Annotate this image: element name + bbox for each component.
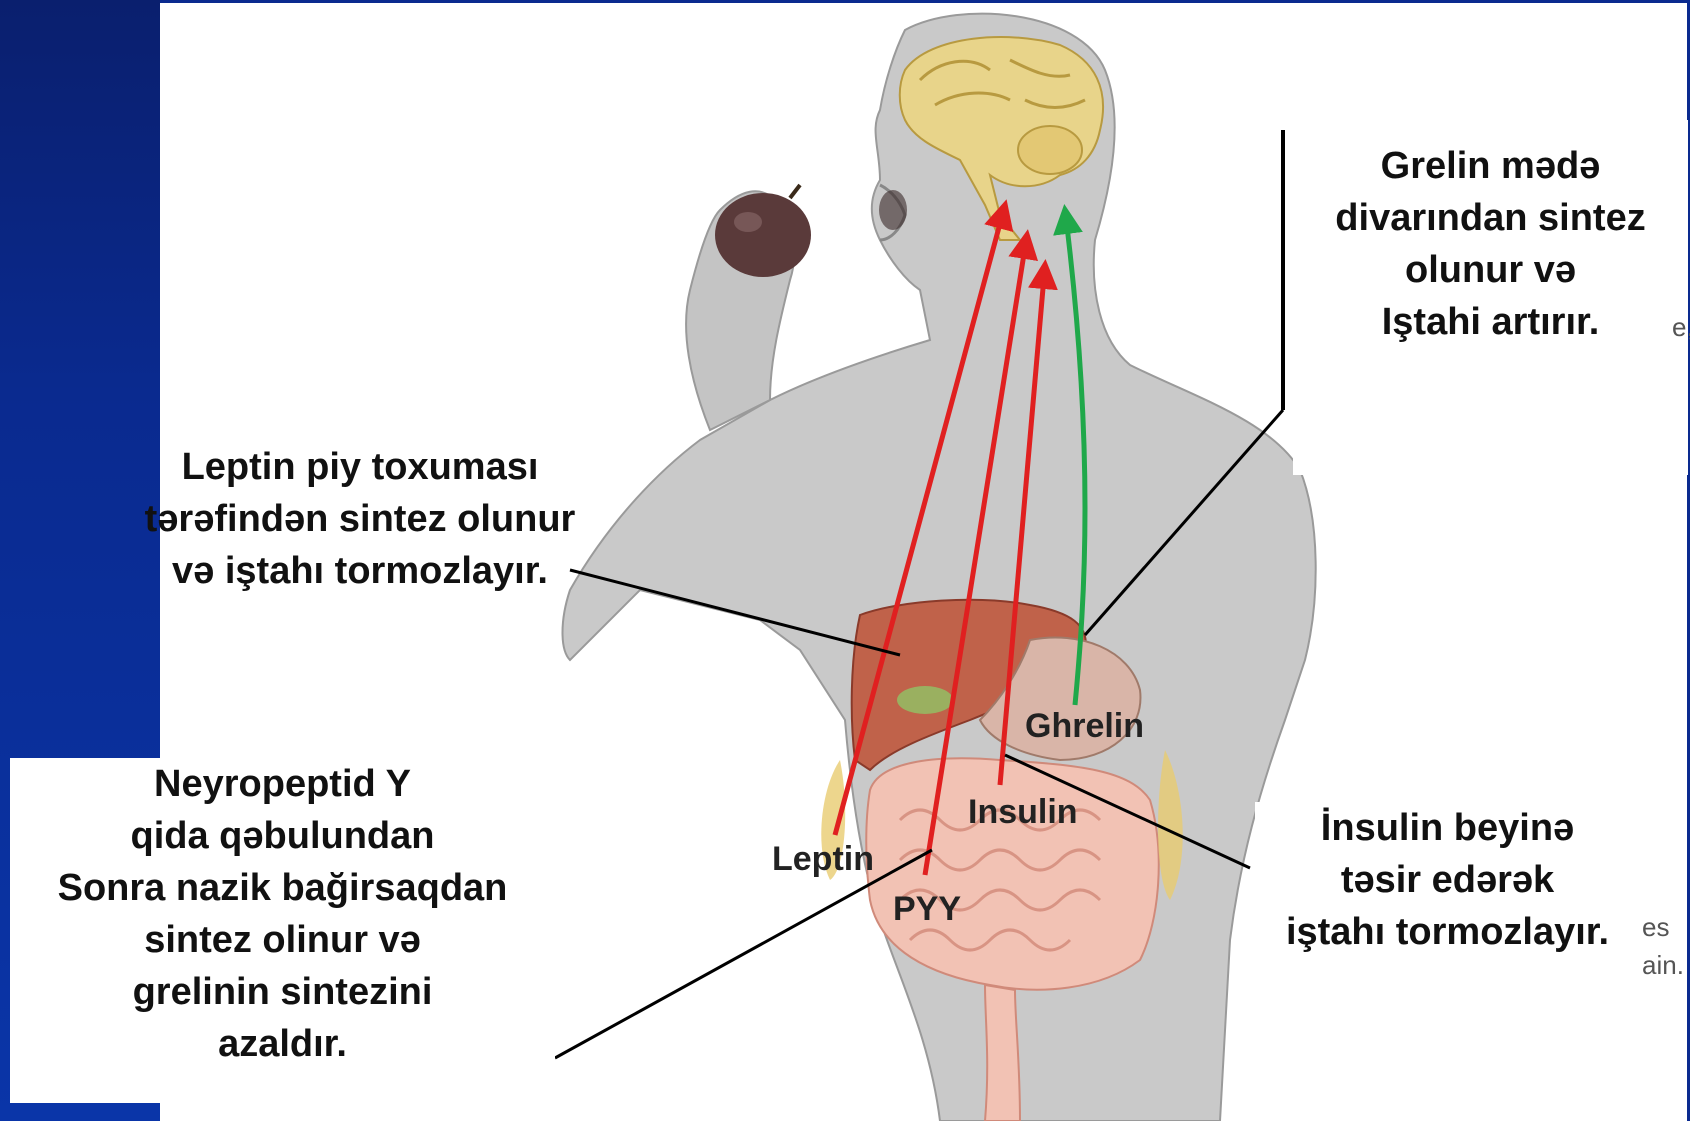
npy-line-1: Neyropeptid Y (10, 758, 555, 810)
grelin-line-4: Iştahi artırır. (1293, 296, 1688, 348)
npy-leader (555, 850, 932, 1058)
leptin-line-2: tərəfindən sintez olunur (130, 493, 590, 545)
npy-line-5: grelinin sintezini (10, 966, 555, 1018)
npy-line-3: Sonra nazik bağirsaqdan (10, 862, 555, 914)
grelin-line-3: olunur və (1293, 244, 1688, 296)
grelin-line-2: divarından sintez (1293, 192, 1688, 244)
insulin-line-1: İnsulin beyinə (1255, 802, 1640, 854)
pyy-label: PYY (893, 890, 961, 928)
leptin-textbox: Leptin piy toxuması tərəfindən sintez ol… (130, 365, 590, 741)
grelin-line-1: Grelin mədə (1293, 140, 1688, 192)
leptin-line-3: və iştahı tormozlayır. (130, 545, 590, 597)
insulin-textbox: İnsulin beyinə təsir edərək iştahı tormo… (1255, 802, 1640, 972)
leptin-label: Leptin (772, 840, 874, 878)
grelin-textbox: Grelin mədə divarından sintez olunur və … (1293, 120, 1688, 475)
insulin-line-3: iştahı tormozlayır. (1255, 906, 1640, 958)
cropped-fragment-3: ain. (1642, 950, 1684, 981)
insulin-label: Insulin (968, 793, 1078, 831)
npy-line-4: sintez olinur və (10, 914, 555, 966)
insulin-line-2: təsir edərək (1255, 854, 1640, 906)
apple-icon (715, 185, 811, 277)
npy-textbox: Neyropeptid Y qida qəbulundan Sonra nazi… (10, 758, 555, 1103)
npy-line-2: qida qəbulundan (10, 810, 555, 862)
cropped-fragment-1: e, (1672, 312, 1690, 343)
leptin-line-1: Leptin piy toxuması (130, 441, 590, 493)
npy-line-6: azaldır. (10, 1018, 555, 1070)
ghrelin-label: Ghrelin (1025, 707, 1144, 745)
cropped-fragment-2: es (1642, 912, 1669, 943)
